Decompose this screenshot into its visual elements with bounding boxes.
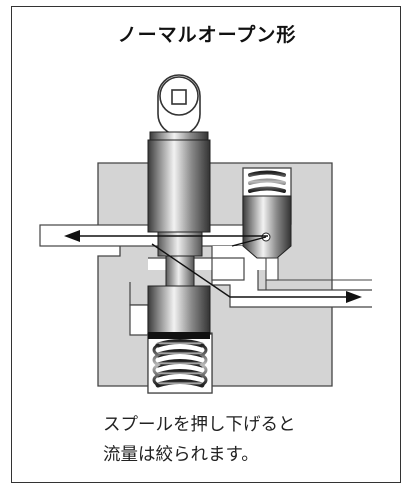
spool [147,131,211,339]
main-spring [152,339,208,388]
caption: スプールを押し下げると 流量は絞られます。 [103,410,296,470]
flow-arrows [64,230,362,303]
figure-title: ノーマルオープン形 [117,24,297,46]
caption-line-2: 流量は絞られます。 [103,445,259,465]
caption-line-1: スプールを押し下げると [103,415,296,435]
relief-valve [242,167,372,290]
roller [157,74,201,136]
